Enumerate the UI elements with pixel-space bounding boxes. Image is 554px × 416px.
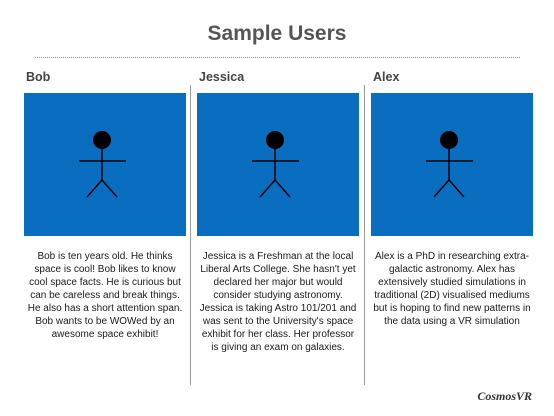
user-avatar-panel xyxy=(24,93,186,236)
user-avatar-panel xyxy=(371,93,533,236)
user-name: Jessica xyxy=(199,70,245,84)
user-card-alex: Alex Alex is a PhD in researching extra-… xyxy=(371,69,533,328)
stick-figure-icon xyxy=(426,131,473,198)
user-card-bob: Bob Bob is ten years old. He thinks spac… xyxy=(24,69,186,341)
user-name: Alex xyxy=(373,70,400,84)
column-divider xyxy=(364,85,365,385)
title-divider xyxy=(35,57,520,58)
brand-logo-text: CosmosVR xyxy=(477,389,532,403)
page-title: Sample Users xyxy=(207,22,347,45)
user-name: Bob xyxy=(26,70,51,84)
user-avatar-panel xyxy=(197,93,359,236)
column-divider xyxy=(190,85,191,385)
stick-figure-icon xyxy=(252,131,299,198)
user-description: Jessica is a Freshman at the local Liber… xyxy=(199,251,357,353)
user-card-jessica: Jessica Jessica is a Freshman at the loc… xyxy=(197,69,359,354)
user-description: Bob is ten years old. He thinks space is… xyxy=(27,251,183,340)
stick-figure-icon xyxy=(79,131,126,198)
user-description: Alex is a PhD in researching extra-galac… xyxy=(373,251,531,327)
